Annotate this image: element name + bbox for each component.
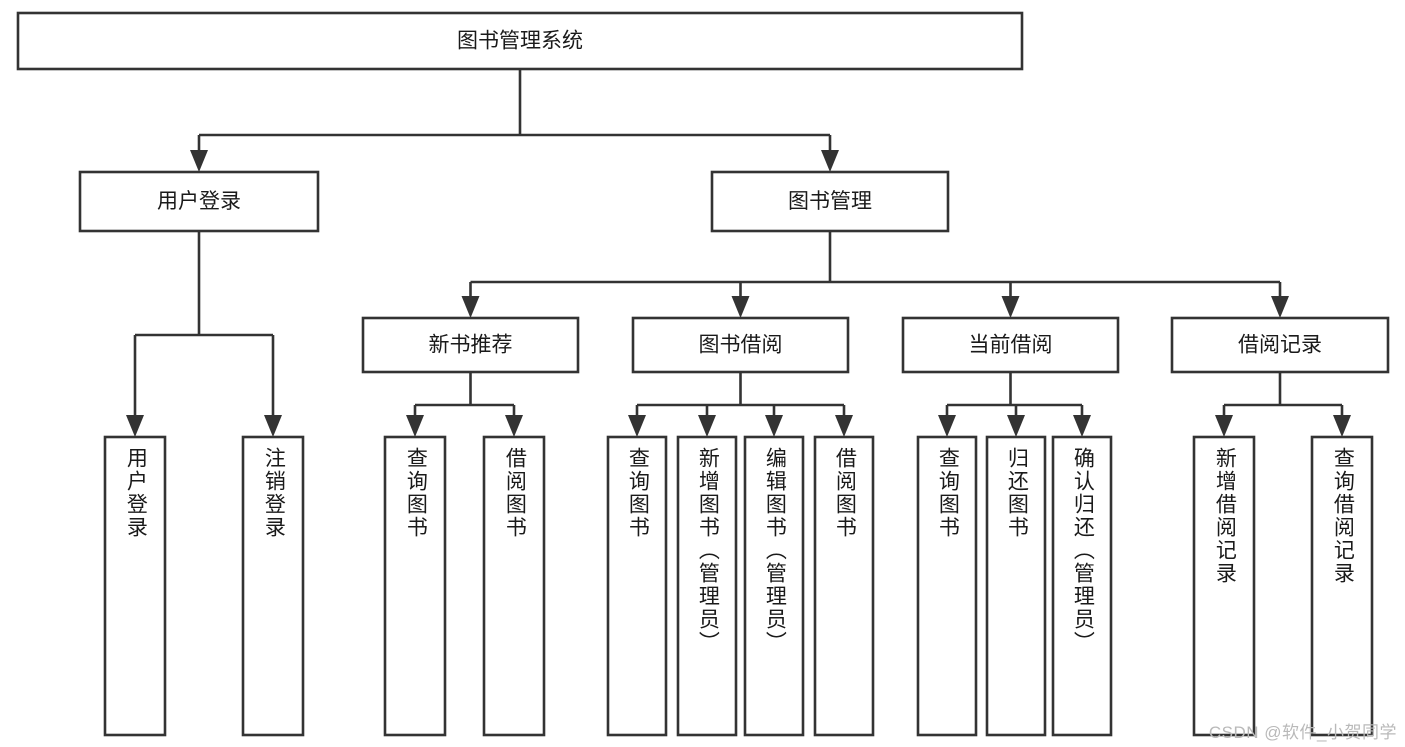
book-branch-arrow-0 [461,296,480,318]
leaf-node-8-rect[interactable] [916,435,978,737]
level3-node-2-rect[interactable] [901,316,1120,374]
leaf-node-10-rect[interactable] [1051,435,1113,737]
connector-layer [126,69,1351,437]
level3-node-0[interactable]: 新书推荐 [361,316,580,374]
leaf-node-12-rect[interactable] [1310,435,1374,737]
level2-node-1-rect[interactable] [710,170,950,233]
root-node-rect[interactable] [16,11,1024,71]
root-node[interactable]: 图书管理系统 [16,11,1024,71]
level3-node-0-label: 新书推荐 [429,334,513,357]
level3-node-1-rect[interactable] [631,316,850,374]
leaf-node-7-rect[interactable] [813,435,875,737]
group-1-leaf-arrow-2 [765,415,783,437]
leaf-node-9-rect[interactable] [985,435,1047,737]
leaf-node-1-rect[interactable] [241,435,305,737]
level3-node-0-rect[interactable] [361,316,580,374]
group-1-leaf-arrow-3 [835,415,853,437]
level2-node-0[interactable]: 用户登录 [78,170,320,233]
level2-node-0-label: 用户登录 [157,190,241,213]
group-3-leaf-arrow-1 [1333,415,1351,437]
level3-node-3[interactable]: 借阅记录 [1170,316,1390,374]
leaf-node-3-rect[interactable] [482,435,546,737]
level3-node-3-rect[interactable] [1170,316,1390,374]
group-1-leaf-arrow-1 [698,415,716,437]
group-0-leaf-arrow-1 [505,415,523,437]
watermark-label: CSDN @软件_小贺同学 [1208,723,1397,742]
group-1-leaf-arrow-0 [628,415,646,437]
level2-node-0-rect[interactable] [78,170,320,233]
leaf-node-5-rect[interactable] [676,435,738,737]
leaf-node-2-rect[interactable] [383,435,447,737]
user-leaf-arrow-1 [264,415,282,437]
leaf-node-6-rect[interactable] [743,435,805,737]
level3-node-1[interactable]: 图书借阅 [631,316,850,374]
leaf-node-4-rect[interactable] [606,435,668,737]
group-3-leaf-arrow-0 [1215,415,1233,437]
root-branch-arrow-1 [821,150,839,172]
book-branch-arrow-1 [731,296,750,318]
user-leaf-arrow-0 [126,415,144,437]
level3-node-2-label: 当前借阅 [969,334,1053,357]
level2-node-1[interactable]: 图书管理 [710,170,950,233]
level3-node-3-label: 借阅记录 [1238,334,1322,357]
level3-node-1-label: 图书借阅 [699,334,783,357]
group-2-leaf-arrow-0 [938,415,956,437]
book-branch-arrow-3 [1271,296,1289,318]
book-branch-arrow-2 [1001,296,1020,318]
leaf-node-0-rect[interactable] [103,435,167,737]
group-0-leaf-arrow-0 [406,415,424,437]
root-node-label: 图书管理系统 [457,30,583,53]
group-2-leaf-arrow-2 [1073,415,1091,437]
level2-node-1-label: 图书管理 [788,190,872,213]
leaf-node-11-rect[interactable] [1192,435,1256,737]
root-branch-arrow-0 [190,150,208,172]
group-2-leaf-arrow-1 [1007,415,1025,437]
level3-node-2[interactable]: 当前借阅 [901,316,1120,374]
